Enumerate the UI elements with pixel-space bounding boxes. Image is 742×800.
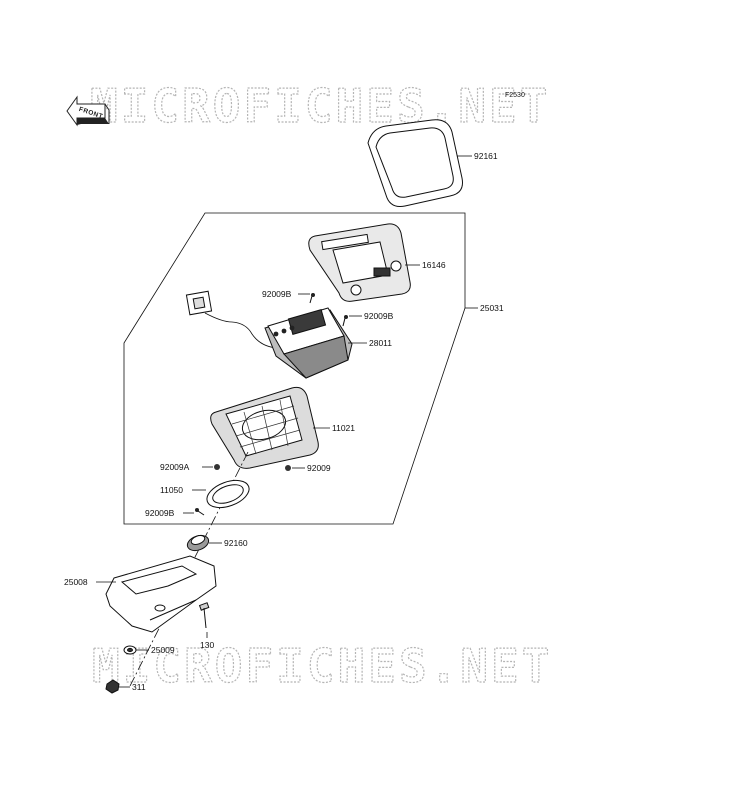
- collar-25009: [123, 645, 137, 655]
- nut-311: [105, 679, 120, 694]
- wire-connector: [185, 290, 277, 349]
- bolt-130: [198, 602, 210, 629]
- label-25031: 25031: [480, 303, 504, 313]
- figure-code: F2530: [505, 92, 525, 99]
- watermark-bottom: MICROFICHES.NET: [91, 638, 552, 693]
- watermark-text-top: MICROFICHES.NET: [90, 79, 550, 133]
- assembly-boundary: [123, 212, 466, 525]
- label-92009b-lower: 92009B: [145, 508, 175, 518]
- label-92161: 92161: [474, 151, 498, 161]
- label-28011: 28011: [369, 338, 392, 348]
- screw-92009b-side: [342, 315, 348, 327]
- label-11021: 11021: [332, 423, 355, 433]
- label-311: 311: [132, 682, 146, 692]
- front-arrow-icon: FRONT: [66, 95, 110, 127]
- label-92009: 92009: [307, 463, 331, 473]
- label-25009: 25009: [151, 645, 175, 655]
- watermark-top: MICROFICHES.NET: [89, 78, 550, 133]
- grommet-ring-11050: [206, 479, 250, 509]
- watermark-text-bottom: MICROFICHES.NET: [92, 639, 552, 693]
- label-11050: 11050: [160, 485, 183, 495]
- label-130: 130: [200, 640, 214, 650]
- screw-92009b-upper: [309, 293, 315, 304]
- label-92009b-side: 92009B: [364, 311, 394, 321]
- meter-base-11021: [210, 386, 319, 469]
- screw-92009a: [214, 464, 220, 470]
- bezel-seal-92161: [367, 119, 463, 207]
- label-92009b-upper: 92009B: [262, 289, 292, 299]
- label-92009a: 92009A: [160, 462, 190, 472]
- screw-92009: [285, 465, 291, 471]
- meter-case-16146: [308, 223, 411, 302]
- label-16146: 16146: [422, 260, 446, 270]
- bracket-25008: [105, 555, 217, 633]
- label-25008: 25008: [64, 577, 88, 587]
- grommet-92160: [186, 534, 210, 552]
- label-92160: 92160: [224, 538, 248, 548]
- meter-unit-28011: [264, 307, 353, 379]
- screw-92009b-lower: [195, 508, 205, 516]
